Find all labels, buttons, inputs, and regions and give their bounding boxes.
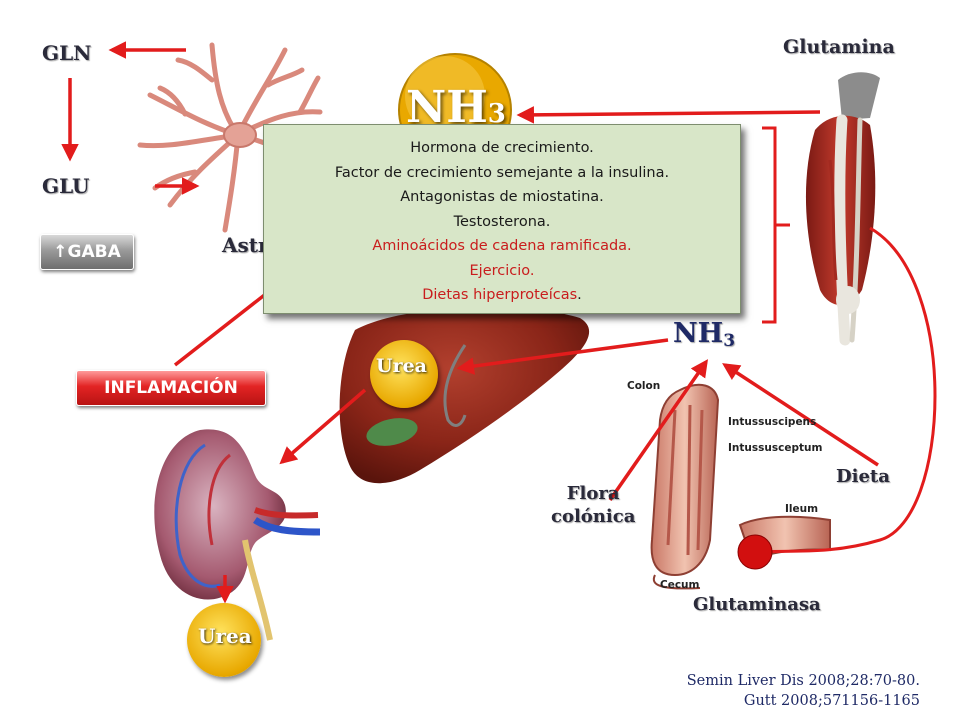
references: Semin Liver Dis 2008;28:70-80. Gutt 2008…	[687, 671, 920, 711]
info-line-diet: Dietas hiperproteícas.	[422, 287, 582, 303]
urea-kidney-circle	[187, 603, 261, 677]
nh3-label: NH3	[673, 318, 736, 351]
info-line-growth-hormone: Hormona de crecimiento.	[410, 140, 594, 156]
info-line-testosterone: Testosterona.	[453, 213, 551, 230]
arrows	[61, 41, 879, 604]
info-line-bcaa: Aminoácidos de cadena ramificada.	[372, 238, 632, 254]
kidney-illustration	[154, 429, 321, 641]
urea-liver-label: Urea	[376, 355, 427, 377]
gln-label: GLN	[42, 41, 92, 65]
intussuscipens-label: Intussuscipens	[728, 416, 817, 428]
reference-1: Semin Liver Dis 2008;28:70-80.	[686, 673, 920, 689]
glu-label: GLU	[42, 174, 90, 198]
reference-2: Gutt 2008;571156-1165	[743, 693, 920, 709]
info-line-myostatin: Antagonistas de miostatina.	[400, 189, 604, 205]
cecum-label: Cecum	[660, 579, 700, 591]
urea-liver-circle	[370, 340, 438, 408]
leg-muscle-illustration	[805, 72, 880, 346]
inflammation-badge: INFLAMACIÓN	[76, 370, 266, 406]
colon-label: Colon	[627, 380, 661, 392]
astrocyte-label: Astr	[222, 233, 269, 257]
ileum-label: Ileum	[785, 503, 819, 515]
intussusceptum-label: Intussusceptum	[728, 442, 823, 454]
info-line-exercise: Ejercicio.	[469, 262, 535, 279]
glutaminasa-label: Glutaminasa	[693, 594, 821, 615]
therapy-info-box: Hormona de crecimiento. Factor de crecim…	[263, 124, 741, 314]
flora-colonica-label: Flora colónica	[551, 483, 636, 527]
dieta-label: Dieta	[836, 466, 890, 487]
glutamina-label: Glutamina	[783, 36, 895, 58]
info-line-igf: Factor de crecimiento semejante a la ins…	[334, 164, 670, 181]
gaba-badge: ↑GABA	[40, 234, 134, 270]
urea-kidney-label: Urea	[198, 624, 252, 648]
